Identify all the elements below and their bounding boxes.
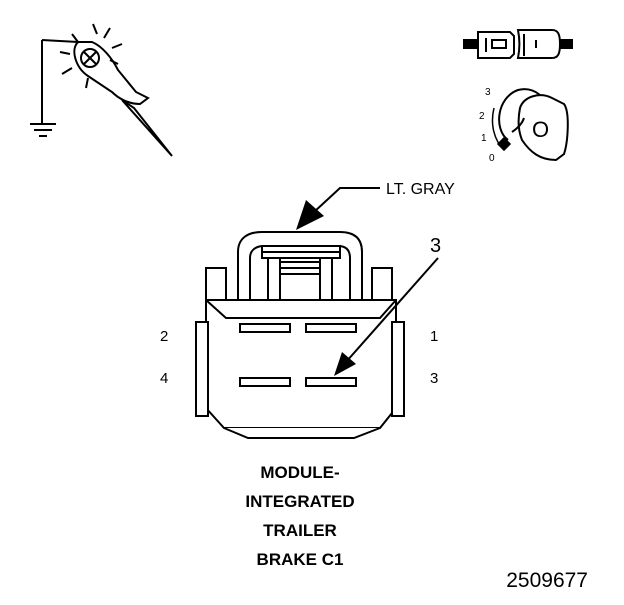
- callout-pin-3: 3: [430, 235, 441, 257]
- terminal-slot-2: [239, 323, 291, 333]
- test-light-probe-icon: [30, 23, 173, 157]
- key-position-2: 2: [479, 111, 485, 122]
- terminal-slot-3: [305, 377, 357, 387]
- pin-label-1: 1: [430, 328, 438, 345]
- pin-label-2: 2: [160, 328, 168, 345]
- terminal-slot-1: [305, 323, 357, 333]
- pin-label-4: 4: [160, 370, 168, 387]
- key-position-3: 3: [485, 87, 491, 98]
- key-letter: O: [532, 117, 549, 142]
- connector-mating-icon: [463, 29, 573, 59]
- key-position-0: 0: [489, 153, 495, 164]
- pin-label-3: 3: [430, 370, 438, 387]
- terminal-slot-4: [239, 377, 291, 387]
- callout-arrow: [334, 257, 439, 376]
- caption-line-2: INTEGRATED: [245, 492, 354, 511]
- figure-id: 2509677: [506, 569, 588, 592]
- connector-color-label: LT. GRAY: [386, 181, 455, 198]
- color-leader-arrow: [296, 187, 380, 230]
- connector-body: [195, 231, 405, 439]
- key-position-1: 1: [481, 133, 487, 144]
- caption-line-3: TRAILER: [263, 521, 337, 540]
- caption-line-4: BRAKE C1: [257, 550, 344, 569]
- caption-line-1: MODULE-: [260, 463, 339, 482]
- ignition-key-icon: [491, 88, 569, 162]
